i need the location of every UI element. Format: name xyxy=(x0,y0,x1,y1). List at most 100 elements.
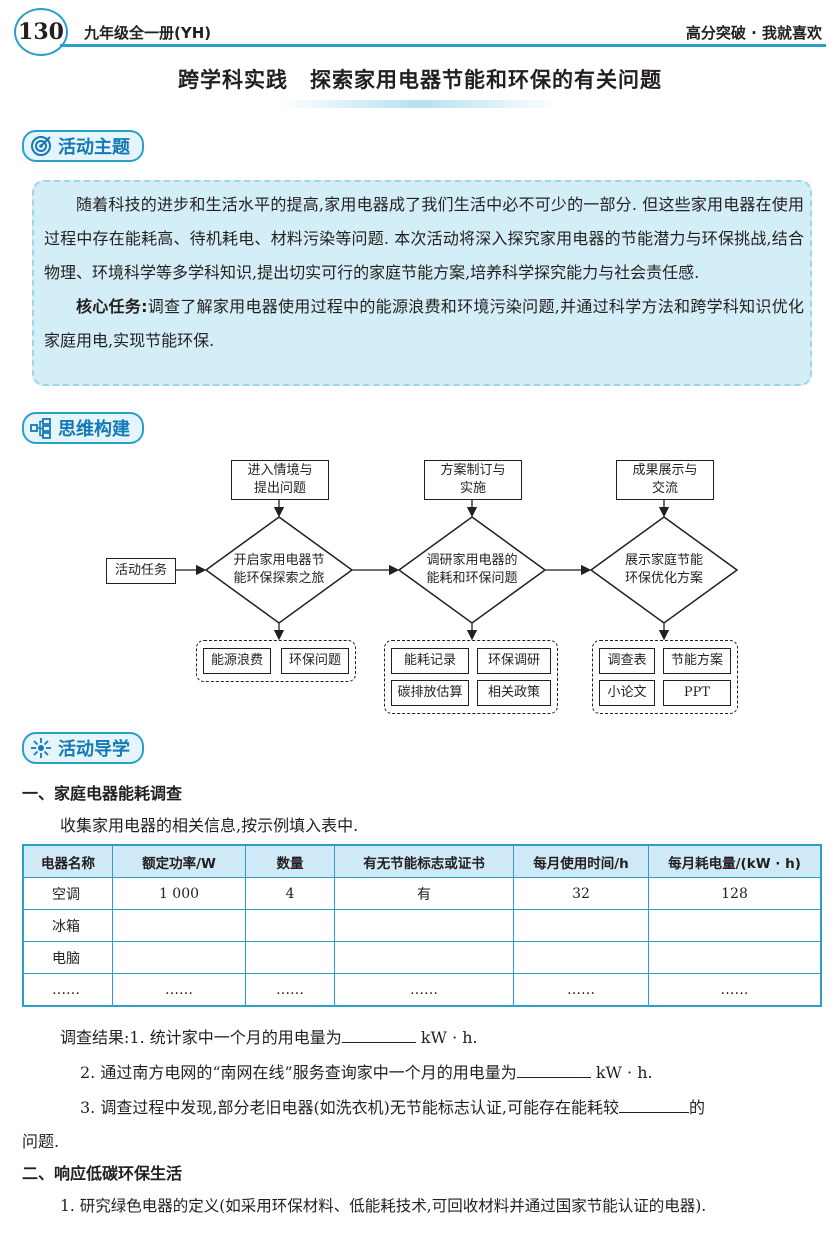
intro-text: 随着科技的进步和生活水平的提高,家用电器成了我们生活中必不可少的一部分. 但这些… xyxy=(44,188,804,358)
section-label: 活动导学 xyxy=(58,739,130,760)
output-box: 调查表 xyxy=(599,648,655,674)
result-3-text: 3. 调查过程中发现,部分老旧电器(如洗衣机)无节能标志认证,可能存在能耗较 xyxy=(80,1098,620,1117)
part2-item-1: 1. 研究绿色电器的定义(如采用环保材料、低能耗技术,可回收材料并通过国家节能认… xyxy=(60,1197,707,1215)
table-cell: …… xyxy=(245,973,335,1007)
table-cell: 4 xyxy=(245,877,335,910)
intro-box xyxy=(32,180,812,386)
output-box: 环保调研 xyxy=(477,648,551,674)
table-cell: 空调 xyxy=(22,877,113,910)
title-underline xyxy=(280,100,560,108)
result-2-text: 2. 通过南方电网的“南网在线”服务查询家中一个月的用电量为 xyxy=(80,1063,517,1082)
stage-3-top-line2: 交流 xyxy=(651,481,678,496)
stage-1-diamond-line2: 能环保探索之旅 xyxy=(233,571,325,586)
stage-2-top-box: 方案制订与实施 xyxy=(424,460,522,500)
output-label: 节能方案 xyxy=(670,653,723,668)
output-box: 能源浪费 xyxy=(203,648,271,674)
table-cell[interactable] xyxy=(112,941,246,974)
result-1: 调查结果:1. 统计家中一个月的用电量为 kW · h. xyxy=(60,1024,478,1048)
table-cell: 1 000 xyxy=(112,877,246,910)
section-tag-guide: 活动导学 xyxy=(22,732,144,764)
output-label: 环保调研 xyxy=(487,653,540,668)
output-box: 碳排放估算 xyxy=(391,680,469,706)
book-title: 九年级全一册(YH) xyxy=(84,24,212,42)
result-3-suffix: 的 xyxy=(689,1098,706,1117)
col-header: 每月使用时间/h xyxy=(513,844,649,878)
section-tag-thinking: 思维构建 xyxy=(22,412,144,444)
start-label: 活动任务 xyxy=(114,563,167,578)
output-label: 环保问题 xyxy=(288,653,341,668)
table-cell: …… xyxy=(334,973,514,1007)
output-label: 相关政策 xyxy=(487,685,540,700)
header-slogan: 高分突破 · 我就喜欢 xyxy=(685,24,822,42)
survey-table: 电器名称 额定功率/W 数量 有无节能标志或证书 每月使用时间/h 每月耗电量/… xyxy=(22,844,822,1007)
intro-paragraph: 随着科技的进步和生活水平的提高,家用电器成了我们生活中必不可少的一部分. 但这些… xyxy=(44,195,804,282)
part1-heading: 一、家庭电器能耗调查 xyxy=(22,784,183,803)
table-cell: …… xyxy=(112,973,246,1007)
result-3: 3. 调查过程中发现,部分老旧电器(如洗衣机)无节能标志认证,可能存在能耗较 的 xyxy=(80,1094,820,1118)
stage-3-diamond-text: 展示家庭节能 环保优化方案 xyxy=(600,552,728,588)
part1-intro: 收集家用电器的相关信息,按示例填入表中. xyxy=(60,816,359,835)
stage-3-output-group xyxy=(592,640,738,714)
table-cell[interactable] xyxy=(648,909,822,942)
table-cell: …… xyxy=(513,973,649,1007)
header-rule xyxy=(60,44,826,47)
stage-2-top-line1: 方案制订与 xyxy=(440,463,506,478)
table-cell: 有 xyxy=(334,877,514,910)
start-box: 活动任务 xyxy=(106,558,176,584)
output-label: 调查表 xyxy=(607,653,647,668)
table-cell[interactable] xyxy=(245,941,335,974)
stage-1-output-group xyxy=(196,640,356,682)
table-cell: …… xyxy=(22,973,113,1007)
table-cell[interactable] xyxy=(648,941,822,974)
output-label: 能源浪费 xyxy=(210,653,263,668)
core-task: 核心任务:调查了解家用电器使用过程中的能源浪费和环境污染问题,并通过科学方法和跨… xyxy=(44,290,804,358)
mindmap-icon xyxy=(30,417,52,439)
answer-blank[interactable] xyxy=(619,1098,690,1113)
part2-heading: 二、响应低碳环保生活 xyxy=(22,1164,183,1183)
col-header: 有无节能标志或证书 xyxy=(334,844,514,878)
table-cell[interactable] xyxy=(245,909,335,942)
stage-3-top-box: 成果展示与交流 xyxy=(616,460,714,500)
table-row: 空调 1 000 4 有 32 128 xyxy=(22,877,822,910)
stage-2-diamond-text: 调研家用电器的 能耗和环保问题 xyxy=(408,552,536,588)
table-header-row: 电器名称 额定功率/W 数量 有无节能标志或证书 每月使用时间/h 每月耗电量/… xyxy=(22,844,822,878)
table-cell: …… xyxy=(648,973,822,1007)
output-box: PPT xyxy=(663,680,731,706)
col-header: 数量 xyxy=(245,844,335,878)
output-box: 相关政策 xyxy=(477,680,551,706)
section-tag-theme: 活动主题 xyxy=(22,130,144,162)
stage-1-diamond-line1: 开启家用电器节 xyxy=(233,553,325,568)
table-row: …… …… …… …… …… …… xyxy=(22,973,822,1007)
target-icon xyxy=(30,135,52,157)
output-box: 小论文 xyxy=(599,680,655,706)
col-header: 额定功率/W xyxy=(112,844,246,878)
result-3-tail: 问题. xyxy=(22,1132,60,1151)
table-cell: 32 xyxy=(513,877,649,910)
core-task-label: 核心任务: xyxy=(76,297,148,316)
table-cell[interactable] xyxy=(513,909,649,942)
stage-3-diamond-line1: 展示家庭节能 xyxy=(624,553,703,568)
answer-blank[interactable] xyxy=(516,1063,591,1078)
stage-2-output-group xyxy=(384,640,558,714)
table-cell[interactable] xyxy=(513,941,649,974)
stage-2-diamond-line1: 调研家用电器的 xyxy=(426,553,518,568)
table-cell: 电脑 xyxy=(22,941,113,974)
stage-3-diamond-line2: 环保优化方案 xyxy=(624,571,703,586)
result-1-unit: kW · h. xyxy=(420,1028,478,1047)
output-box: 能耗记录 xyxy=(391,648,469,674)
stage-2-top-line2: 实施 xyxy=(459,481,486,496)
table-cell[interactable] xyxy=(334,909,514,942)
sparkle-icon xyxy=(30,737,52,759)
output-label: 小论文 xyxy=(607,685,647,700)
stage-3-top-line1: 成果展示与 xyxy=(632,463,698,478)
stage-1-diamond-text: 开启家用电器节 能环保探索之旅 xyxy=(215,552,343,588)
table-cell[interactable] xyxy=(334,941,514,974)
answer-blank[interactable] xyxy=(341,1028,416,1043)
output-box: 节能方案 xyxy=(663,648,731,674)
table-cell[interactable] xyxy=(112,909,246,942)
table-cell: 128 xyxy=(648,877,822,910)
col-header: 每月耗电量/(kW · h) xyxy=(648,844,822,878)
stage-1-top-line1: 进入情境与 xyxy=(247,463,313,478)
section-label: 思维构建 xyxy=(58,419,130,440)
stage-1-top-box: 进入情境与提出问题 xyxy=(231,460,329,500)
